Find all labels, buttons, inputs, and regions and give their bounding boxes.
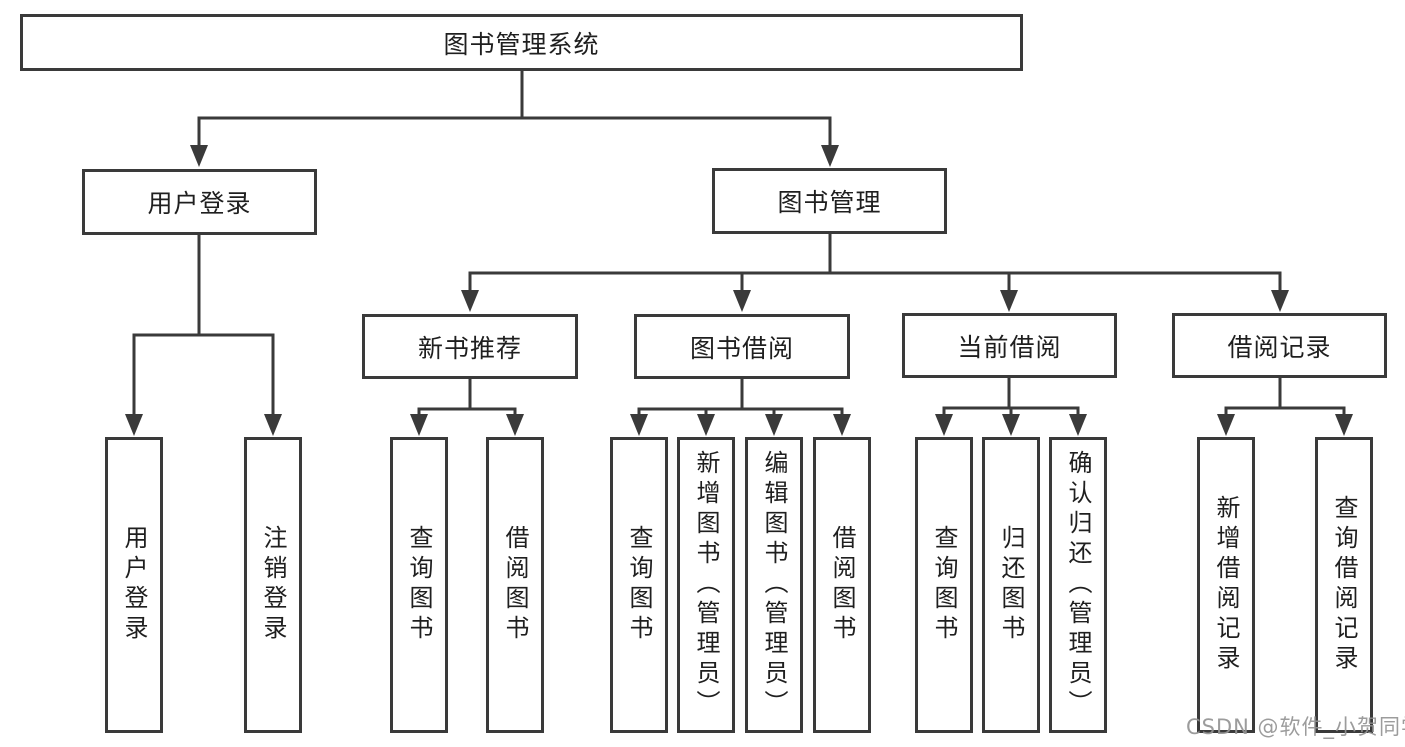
leaf-borrow-books-recommend: 借阅图书 [486,437,544,733]
node-label: 用户登录 [120,525,148,645]
node-label: 当前借阅 [957,332,1062,362]
leaf-add-book-admin: 新增图书（管理员） [677,437,735,733]
leaf-query-books-current: 查询图书 [915,437,973,733]
node-label: 借阅图书 [828,525,856,645]
node-label: 查询图书 [930,525,958,645]
node-label: 用户登录 [147,189,252,218]
csdn-watermark: CSDN @软件_小贺同学 [1186,715,1405,739]
node-book-borrow: 图书借阅 [634,314,850,379]
node-label: 图书借阅 [689,333,794,363]
leaf-confirm-return-admin: 确认归还（管理员） [1049,437,1107,733]
node-book-management: 图书管理 [712,168,947,234]
node-label: 图书管理系统 [443,29,600,59]
node-user-login: 用户登录 [82,169,317,235]
node-label: 新增图书（管理员） [692,450,720,720]
node-label: 查询图书 [625,525,653,645]
leaf-add-borrow-record: 新增借阅记录 [1197,437,1255,733]
leaf-logout: 注销登录 [244,437,302,733]
leaf-return-book: 归还图书 [982,437,1040,733]
node-label: 新书推荐 [417,333,522,363]
node-label: 新增借阅记录 [1212,495,1240,675]
leaf-query-borrow-record: 查询借阅记录 [1315,437,1373,733]
leaf-query-books-recommend: 查询图书 [390,437,448,733]
leaf-borrow-books-borrow: 借阅图书 [813,437,871,733]
node-new-book-recommend: 新书推荐 [362,314,578,379]
node-label: 注销登录 [259,525,287,645]
leaf-user-login: 用户登录 [105,437,163,733]
node-label: 图书管理 [777,188,882,217]
leaf-query-books-borrow: 查询图书 [610,437,668,733]
node-label: 确认归还（管理员） [1064,450,1092,720]
node-current-borrow: 当前借阅 [902,313,1117,378]
node-label: 借阅图书 [501,525,529,645]
node-borrow-records: 借阅记录 [1172,313,1387,378]
node-label: 归还图书 [997,525,1025,645]
node-label: 查询借阅记录 [1330,495,1358,675]
node-label: 编辑图书（管理员） [760,450,788,720]
node-library-management-system: 图书管理系统 [20,14,1023,71]
node-label: 借阅记录 [1227,332,1332,362]
leaf-edit-book-admin: 编辑图书（管理员） [745,437,803,733]
node-label: 查询图书 [405,525,433,645]
